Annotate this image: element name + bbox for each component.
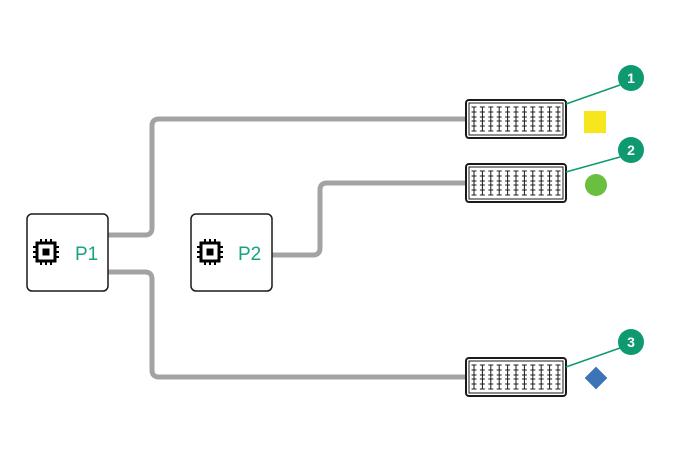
callout-3: 3 (618, 329, 644, 355)
cable-p2-to-connector-2 (269, 180, 469, 258)
cables (105, 116, 469, 380)
cable-p1-to-connector-1 (105, 116, 469, 238)
circle-marker (585, 174, 607, 196)
connector-pin (538, 364, 544, 390)
callout-1-leader (565, 84, 621, 105)
connector-pin (496, 106, 502, 132)
connector-pin (538, 106, 544, 132)
connector-pin (513, 364, 519, 390)
connector-pin (547, 170, 553, 196)
connector-pin (530, 106, 536, 132)
processor-p2-box (190, 213, 273, 292)
connector-pin (505, 170, 511, 196)
callout-2-number: 2 (627, 142, 635, 158)
connector-pin (530, 170, 536, 196)
connector-pin (521, 170, 527, 196)
connector-pin (547, 106, 553, 132)
processor-p1: P1 (26, 213, 109, 292)
connector-pin (479, 106, 485, 132)
callout-2: 2 (618, 137, 644, 163)
connector-pin (488, 364, 494, 390)
connector-pin (479, 170, 485, 196)
connector-1-pins (468, 102, 564, 136)
processor-p1-label: P1 (75, 244, 98, 265)
callout-1-badge (618, 65, 644, 91)
cable-p1-to-connector-3 (105, 269, 469, 380)
connector-3-pins (468, 360, 564, 394)
connector-pin (505, 106, 511, 132)
callout-3-leader (565, 347, 621, 368)
connector-pin (538, 170, 544, 196)
connector-pin (555, 364, 561, 390)
connector-pin (496, 364, 502, 390)
connector-pin (521, 364, 527, 390)
connector-pin (488, 106, 494, 132)
callout-2-leader (565, 156, 621, 173)
diamond-marker (584, 366, 608, 390)
cpu-chip-icon (33, 239, 59, 265)
callout-3-number: 3 (627, 334, 635, 350)
connector-pin (555, 170, 561, 196)
callout-1-number: 1 (627, 70, 635, 86)
connector-pin (547, 364, 553, 390)
processor-p2-label: P2 (238, 244, 261, 265)
connector-2-pins (468, 166, 564, 200)
connector-pin (530, 364, 536, 390)
connector-pin (505, 364, 511, 390)
connector-pin (555, 106, 561, 132)
processor-p1-box (26, 213, 109, 292)
connector-pin (471, 106, 477, 132)
connector-pin (471, 170, 477, 196)
connector-1 (465, 99, 567, 139)
callout-3-badge (618, 329, 644, 355)
connector-2 (465, 163, 567, 203)
connector-3 (465, 357, 567, 397)
connector-pin (496, 170, 502, 196)
processor-p2: P2 (190, 213, 273, 292)
square-marker (584, 111, 606, 133)
connector-pin (471, 364, 477, 390)
connector-pin (513, 106, 519, 132)
connector-pin (521, 106, 527, 132)
connector-pin (479, 364, 485, 390)
connector-pin (513, 170, 519, 196)
callout-2-badge (618, 137, 644, 163)
callout-1: 1 (618, 65, 644, 91)
callout-leaders (565, 84, 621, 368)
cpu-chip-icon (197, 239, 223, 265)
connector-pin (488, 170, 494, 196)
